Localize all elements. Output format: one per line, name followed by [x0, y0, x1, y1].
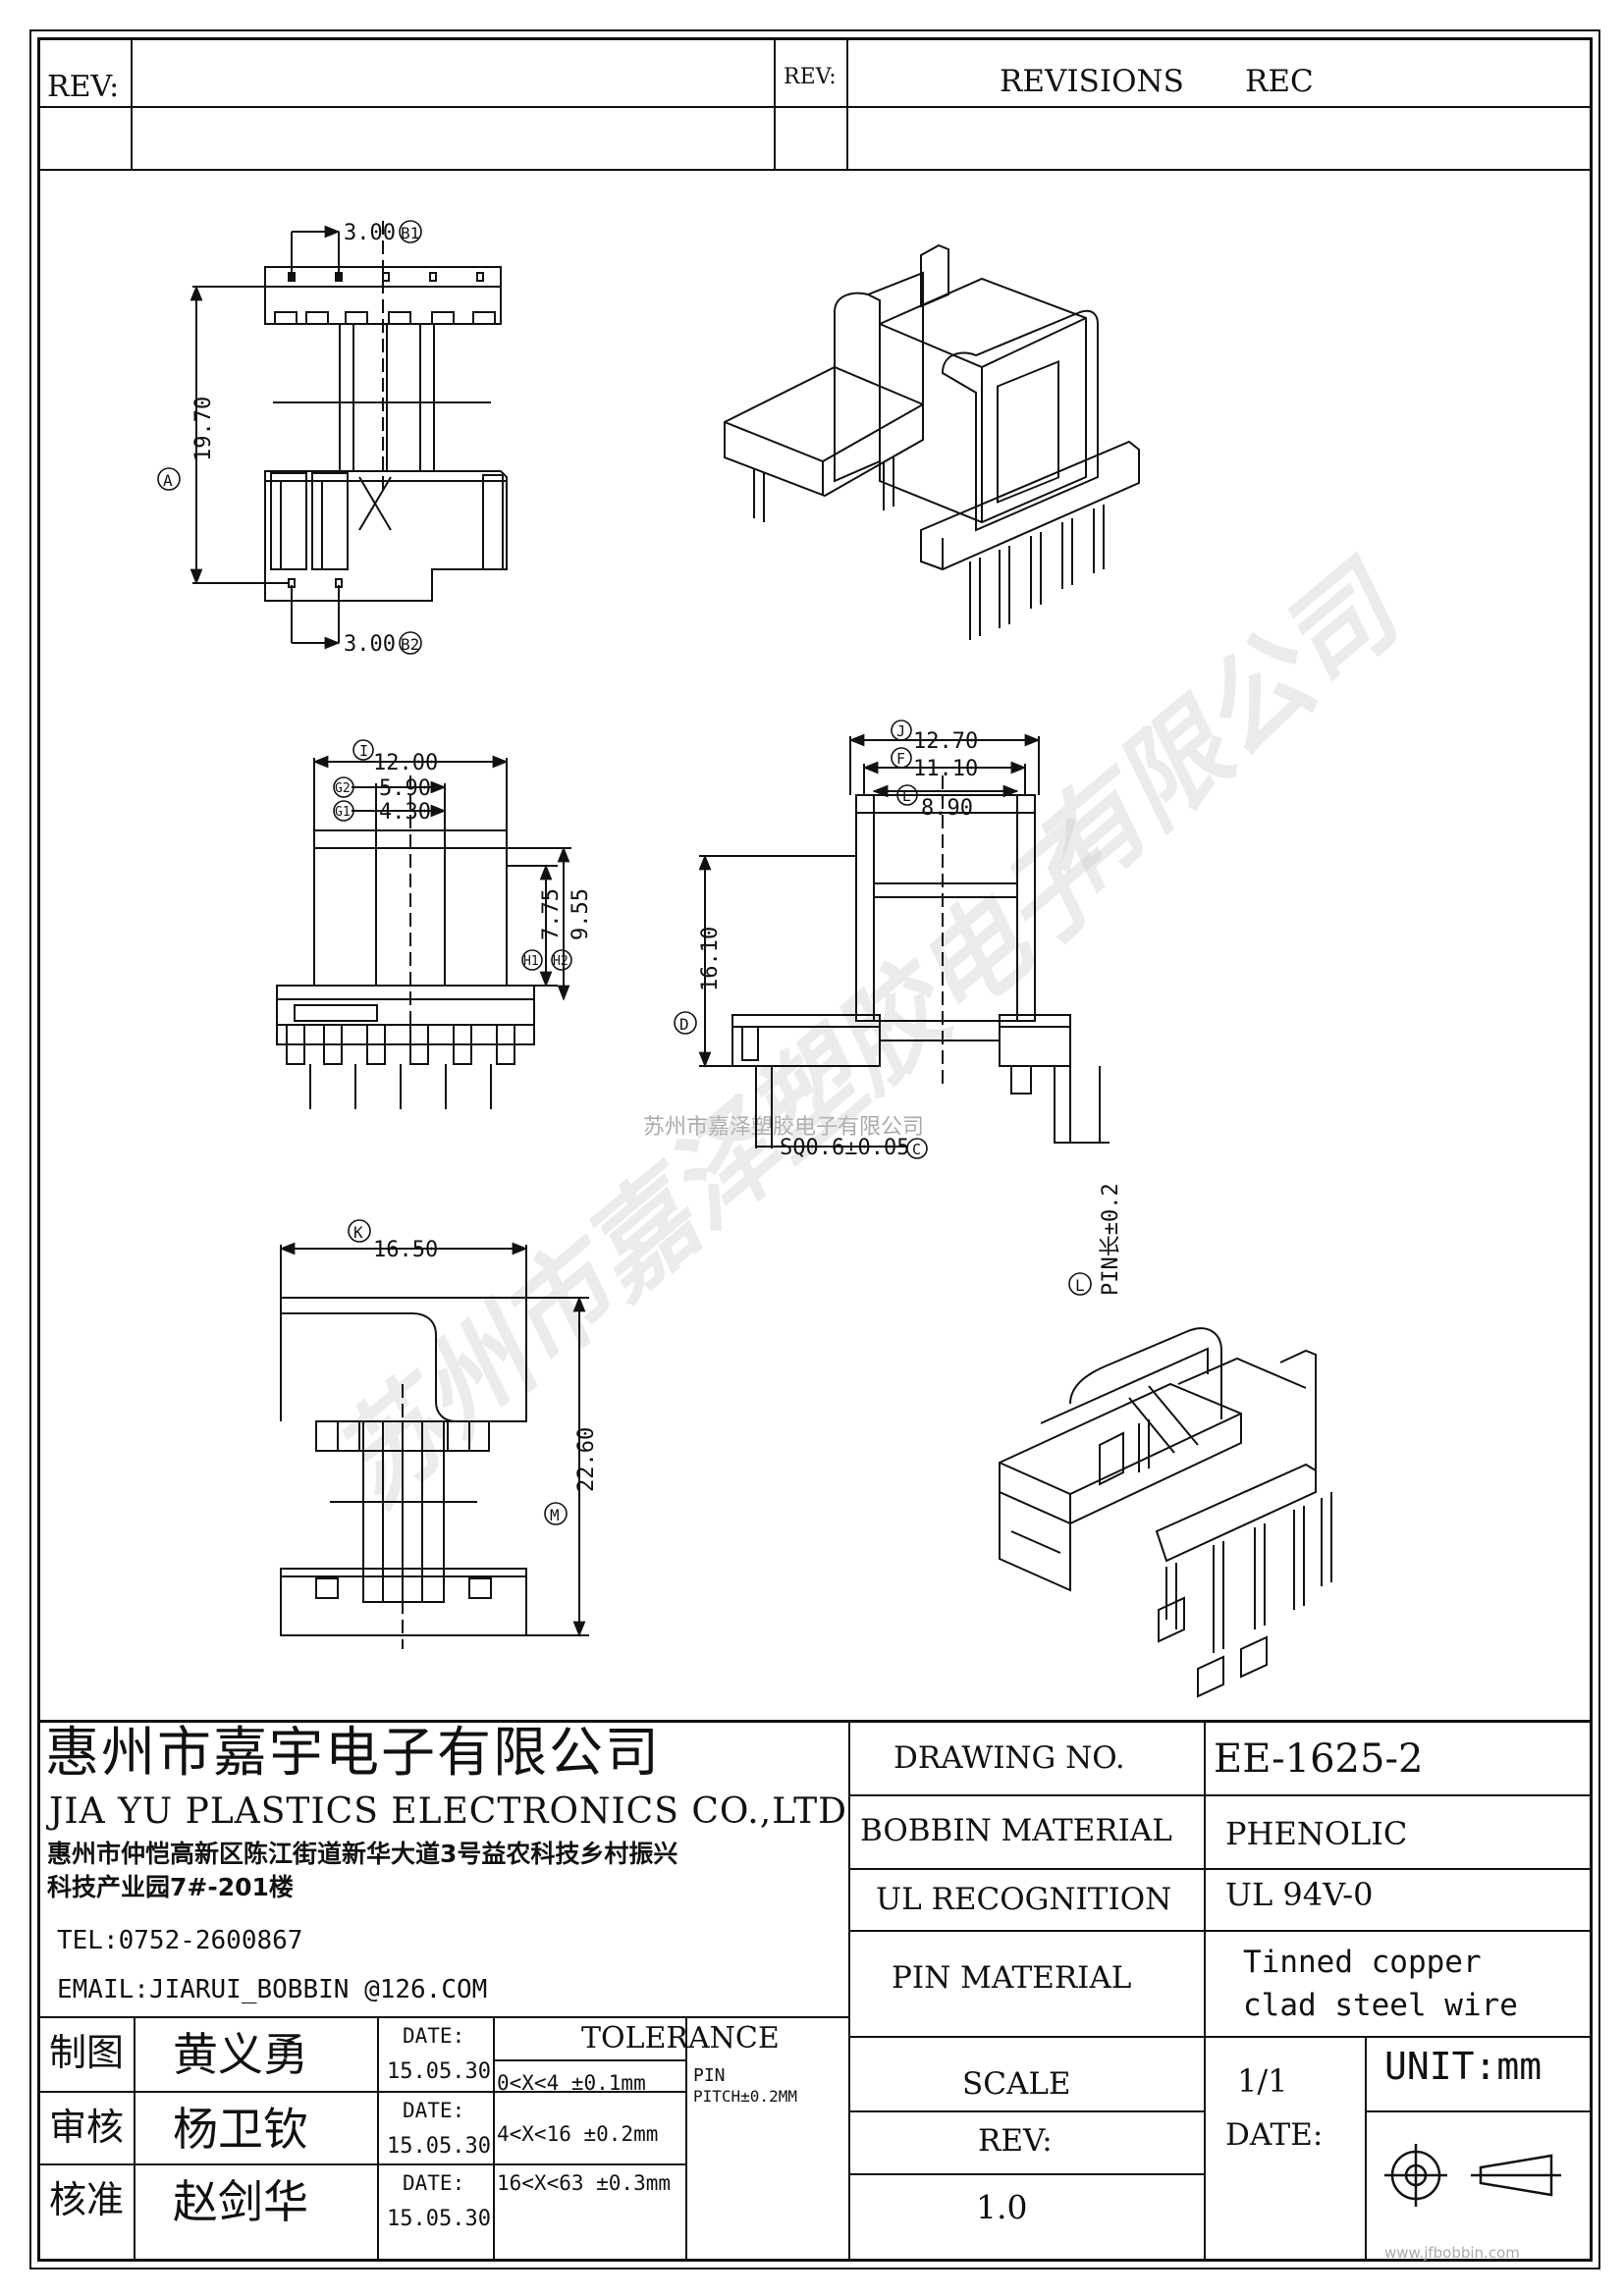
tolerance-row-2: 4<X<16 ±0.2mm: [497, 2122, 659, 2146]
tolerance-pin-pitch: PITCH±0.2MM: [693, 2087, 797, 2106]
pin-material-value-1: Tinned copper: [1243, 1945, 1482, 1980]
rec-label: REC: [1245, 64, 1314, 99]
dim-e: 8.90: [921, 796, 973, 821]
dim-l: PIN长±0.2: [1099, 1183, 1123, 1296]
iso-view-top: [724, 243, 1140, 640]
signoff-date-label-approve: DATE:: [403, 2171, 465, 2195]
signoff-name-draw: 黄义勇: [173, 2028, 308, 2081]
projection-symbol-icon: [1384, 2144, 1561, 2207]
company-name-en: JIA YU PLASTICS ELECTRONICS CO.,LTD: [49, 1791, 848, 1832]
company-email: EMAIL:JIARUI_BOBBIN @126.COM: [57, 1975, 488, 2004]
bottom-view: [279, 1242, 589, 1649]
company-tel: TEL:0752-2600867: [57, 1926, 303, 1955]
revisions-label: REVISIONS: [1000, 64, 1184, 99]
tolerance-title: TOLERANCE: [581, 2021, 780, 2056]
iso-view-bottom: [999, 1327, 1332, 1698]
dim-f: 11.10: [913, 757, 978, 781]
dim-d: 16.10: [698, 927, 723, 991]
date-label: DATE:: [1225, 2117, 1324, 2153]
dim-a-id: A: [163, 471, 173, 490]
pin-material-label: PIN MATERIAL: [892, 1960, 1132, 1996]
dim-b1: 3.00: [344, 221, 396, 245]
rev-value: 1.0: [976, 2188, 1028, 2226]
rev-label: REV:: [978, 2123, 1053, 2159]
scale-value: 1/1: [1237, 2062, 1288, 2100]
dim-m: 22.60: [574, 1427, 599, 1492]
signoff-date-label-check: DATE:: [403, 2099, 465, 2122]
company-address-2: 科技产业园7#-201楼: [47, 1873, 294, 1901]
dim-g2: 5.90: [379, 776, 431, 801]
tolerance-row-1: 0<X<4 ±0.1mm: [497, 2071, 646, 2095]
dim-i-id: I: [359, 742, 368, 760]
ul-label: UL RECOGNITION: [876, 1882, 1172, 1917]
dim-m-id: M: [550, 1506, 560, 1524]
signoff-date-label-draw: DATE:: [403, 2024, 465, 2048]
company-address-1: 惠州市仲恺高新区陈江街道新华大道3号益农科技乡村振兴: [47, 1840, 678, 1868]
signoff-name-check: 杨卫钦: [173, 2103, 308, 2156]
signoff-date-check: 15.05.30: [387, 2134, 491, 2159]
dim-b1-id: B1: [401, 224, 419, 242]
watermark-url: www.jfbobbin.com: [1384, 2244, 1520, 2262]
signoff-date-draw: 15.05.30: [387, 2059, 491, 2084]
dim-j-id: J: [896, 722, 905, 740]
rev-label-right: REV:: [784, 65, 837, 89]
signoff-role-draw: 制图: [49, 2031, 125, 2074]
tolerance-pin-label: PIN: [693, 2065, 726, 2086]
drawing-no-value: EE-1625-2: [1214, 1736, 1424, 1782]
dim-g2-id: G2: [335, 781, 351, 796]
front-view: [276, 755, 571, 1109]
dim-b2-id: B2: [401, 635, 419, 654]
dim-c-id: C: [912, 1141, 921, 1158]
scale-label: SCALE: [962, 2066, 1071, 2102]
dim-b2: 3.00: [344, 632, 396, 657]
dim-l-id: L: [1075, 1276, 1085, 1295]
unit-label: UNIT:mm: [1384, 2045, 1543, 2088]
side-view: [698, 733, 1110, 1148]
dim-i: 12.00: [373, 751, 438, 775]
dim-g1: 4.30: [379, 800, 431, 825]
dim-g1-id: G1: [335, 805, 351, 820]
dim-h2: 9.55: [568, 888, 593, 940]
signoff-date-approve: 15.05.30: [387, 2207, 491, 2231]
dim-d-id: D: [679, 1015, 689, 1034]
signoff-name-approve: 赵剑华: [173, 2175, 308, 2228]
drawing-no-label: DRAWING NO.: [893, 1740, 1125, 1776]
bobbin-material-value: PHENOLIC: [1225, 1815, 1408, 1852]
watermark-company: 苏州市嘉泽塑胶电子有限公司: [643, 1115, 925, 1140]
signoff-role-approve: 核准: [49, 2178, 125, 2221]
bobbin-material-label: BOBBIN MATERIAL: [860, 1813, 1172, 1848]
rev-label-left: REV:: [47, 70, 120, 104]
dim-h1: 7.75: [539, 888, 564, 940]
company-name-cn: 惠州市嘉宇电子有限公司: [45, 1721, 662, 1784]
dim-j: 12.70: [913, 729, 978, 754]
dim-k-id: K: [353, 1223, 363, 1242]
dim-k: 16.50: [373, 1238, 438, 1262]
signoff-role-check: 审核: [49, 2106, 125, 2149]
dim-h2-id: H2: [553, 954, 568, 969]
pin-material-value-2: clad steel wire: [1243, 1988, 1518, 2023]
dim-e-id: E: [902, 787, 911, 805]
inner-border: [37, 37, 1593, 2262]
dim-h1-id: H1: [523, 954, 539, 969]
dim-f-id: F: [896, 750, 905, 768]
outer-border: [29, 29, 1600, 2269]
ul-value: UL 94V-0: [1225, 1876, 1374, 1913]
tolerance-row-3: 16<X<63 ±0.3mm: [497, 2171, 672, 2195]
dim-a: 19.70: [191, 397, 216, 461]
top-view: [189, 221, 508, 650]
dim-c: SQ0.6±0.05: [780, 1136, 909, 1160]
